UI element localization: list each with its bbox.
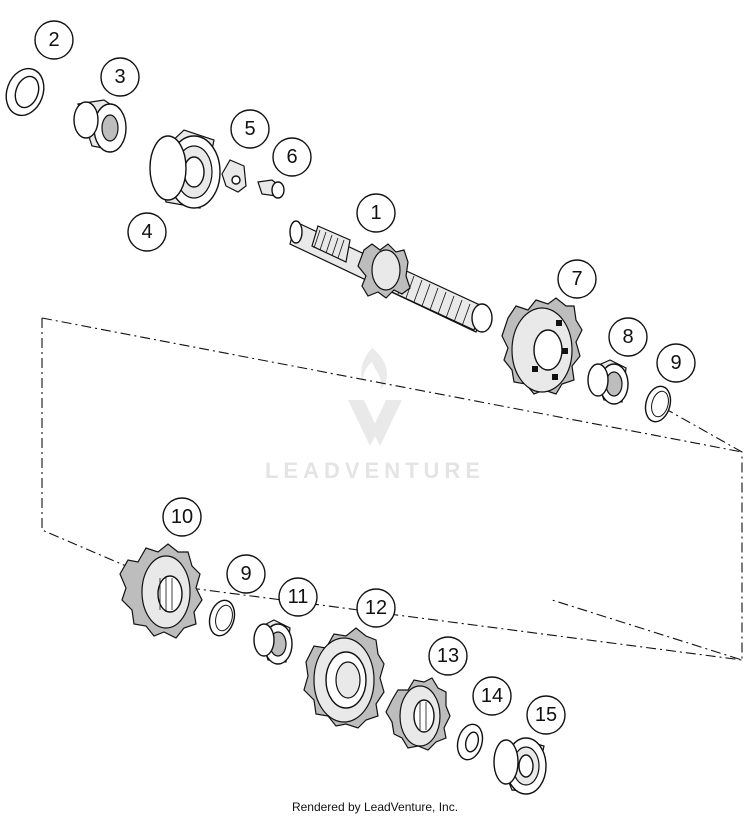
part-1-main-shaft (289, 220, 493, 333)
callout-10: 10 (162, 497, 202, 537)
callout-4: 4 (127, 212, 167, 252)
assembly-line-left (41, 317, 743, 567)
callout-5: 5 (230, 109, 270, 149)
svg-text:4: 4 (141, 221, 152, 243)
callout-7: 7 (557, 259, 597, 299)
svg-text:9: 9 (670, 352, 681, 374)
part-9-snap-ring-upper (644, 385, 672, 423)
part-15-ball-bearing (493, 737, 547, 795)
svg-text:8: 8 (622, 326, 633, 348)
callout-12: 12 (356, 588, 396, 628)
callout-8: 8 (608, 317, 648, 357)
svg-text:12: 12 (365, 597, 387, 619)
part-4-ball-bearing (149, 129, 221, 209)
callout-15: 15 (526, 695, 566, 735)
part-13-gear (385, 677, 451, 751)
svg-text:13: 13 (437, 645, 459, 667)
svg-text:7: 7 (571, 268, 582, 290)
svg-text:3: 3 (114, 66, 125, 88)
part-3-bushing (73, 99, 127, 153)
svg-text:11: 11 (288, 586, 309, 608)
part-9-snap-ring-lower (208, 599, 236, 637)
part-2-washer (5, 67, 45, 117)
callout-13: 13 (428, 636, 468, 676)
svg-text:9: 9 (240, 563, 251, 585)
footer-credit: Rendered by LeadVenture, Inc. (291, 800, 459, 814)
callout-14: 14 (472, 676, 512, 716)
callout-9-lower: 9 (226, 554, 266, 594)
part-14-washer (456, 723, 484, 761)
assembly-line-right (189, 407, 743, 661)
watermark-logo (348, 348, 402, 446)
part-5-lock-plate (221, 159, 247, 193)
callout-9-upper: 9 (656, 343, 696, 383)
svg-text:5: 5 (244, 118, 255, 140)
part-11-needle-bearing (253, 619, 293, 665)
svg-text:2: 2 (48, 29, 59, 51)
part-6-screw (257, 179, 285, 199)
watermark-text: LEADVENTURE (264, 458, 485, 483)
part-8-needle-bearing (587, 359, 629, 405)
part-7-gear (501, 297, 583, 395)
svg-text:1: 1 (370, 202, 381, 224)
svg-text:14: 14 (481, 685, 503, 707)
callout-6: 6 (272, 137, 312, 177)
svg-text:10: 10 (171, 506, 193, 528)
part-10-gear (119, 543, 203, 639)
callout-1: 1 (356, 193, 396, 233)
callout-2: 2 (34, 20, 74, 60)
svg-text:15: 15 (535, 704, 557, 726)
part-12-gear (303, 627, 385, 729)
callout-11: 11 (278, 577, 318, 617)
svg-text:6: 6 (286, 146, 297, 168)
callout-3: 3 (100, 57, 140, 97)
